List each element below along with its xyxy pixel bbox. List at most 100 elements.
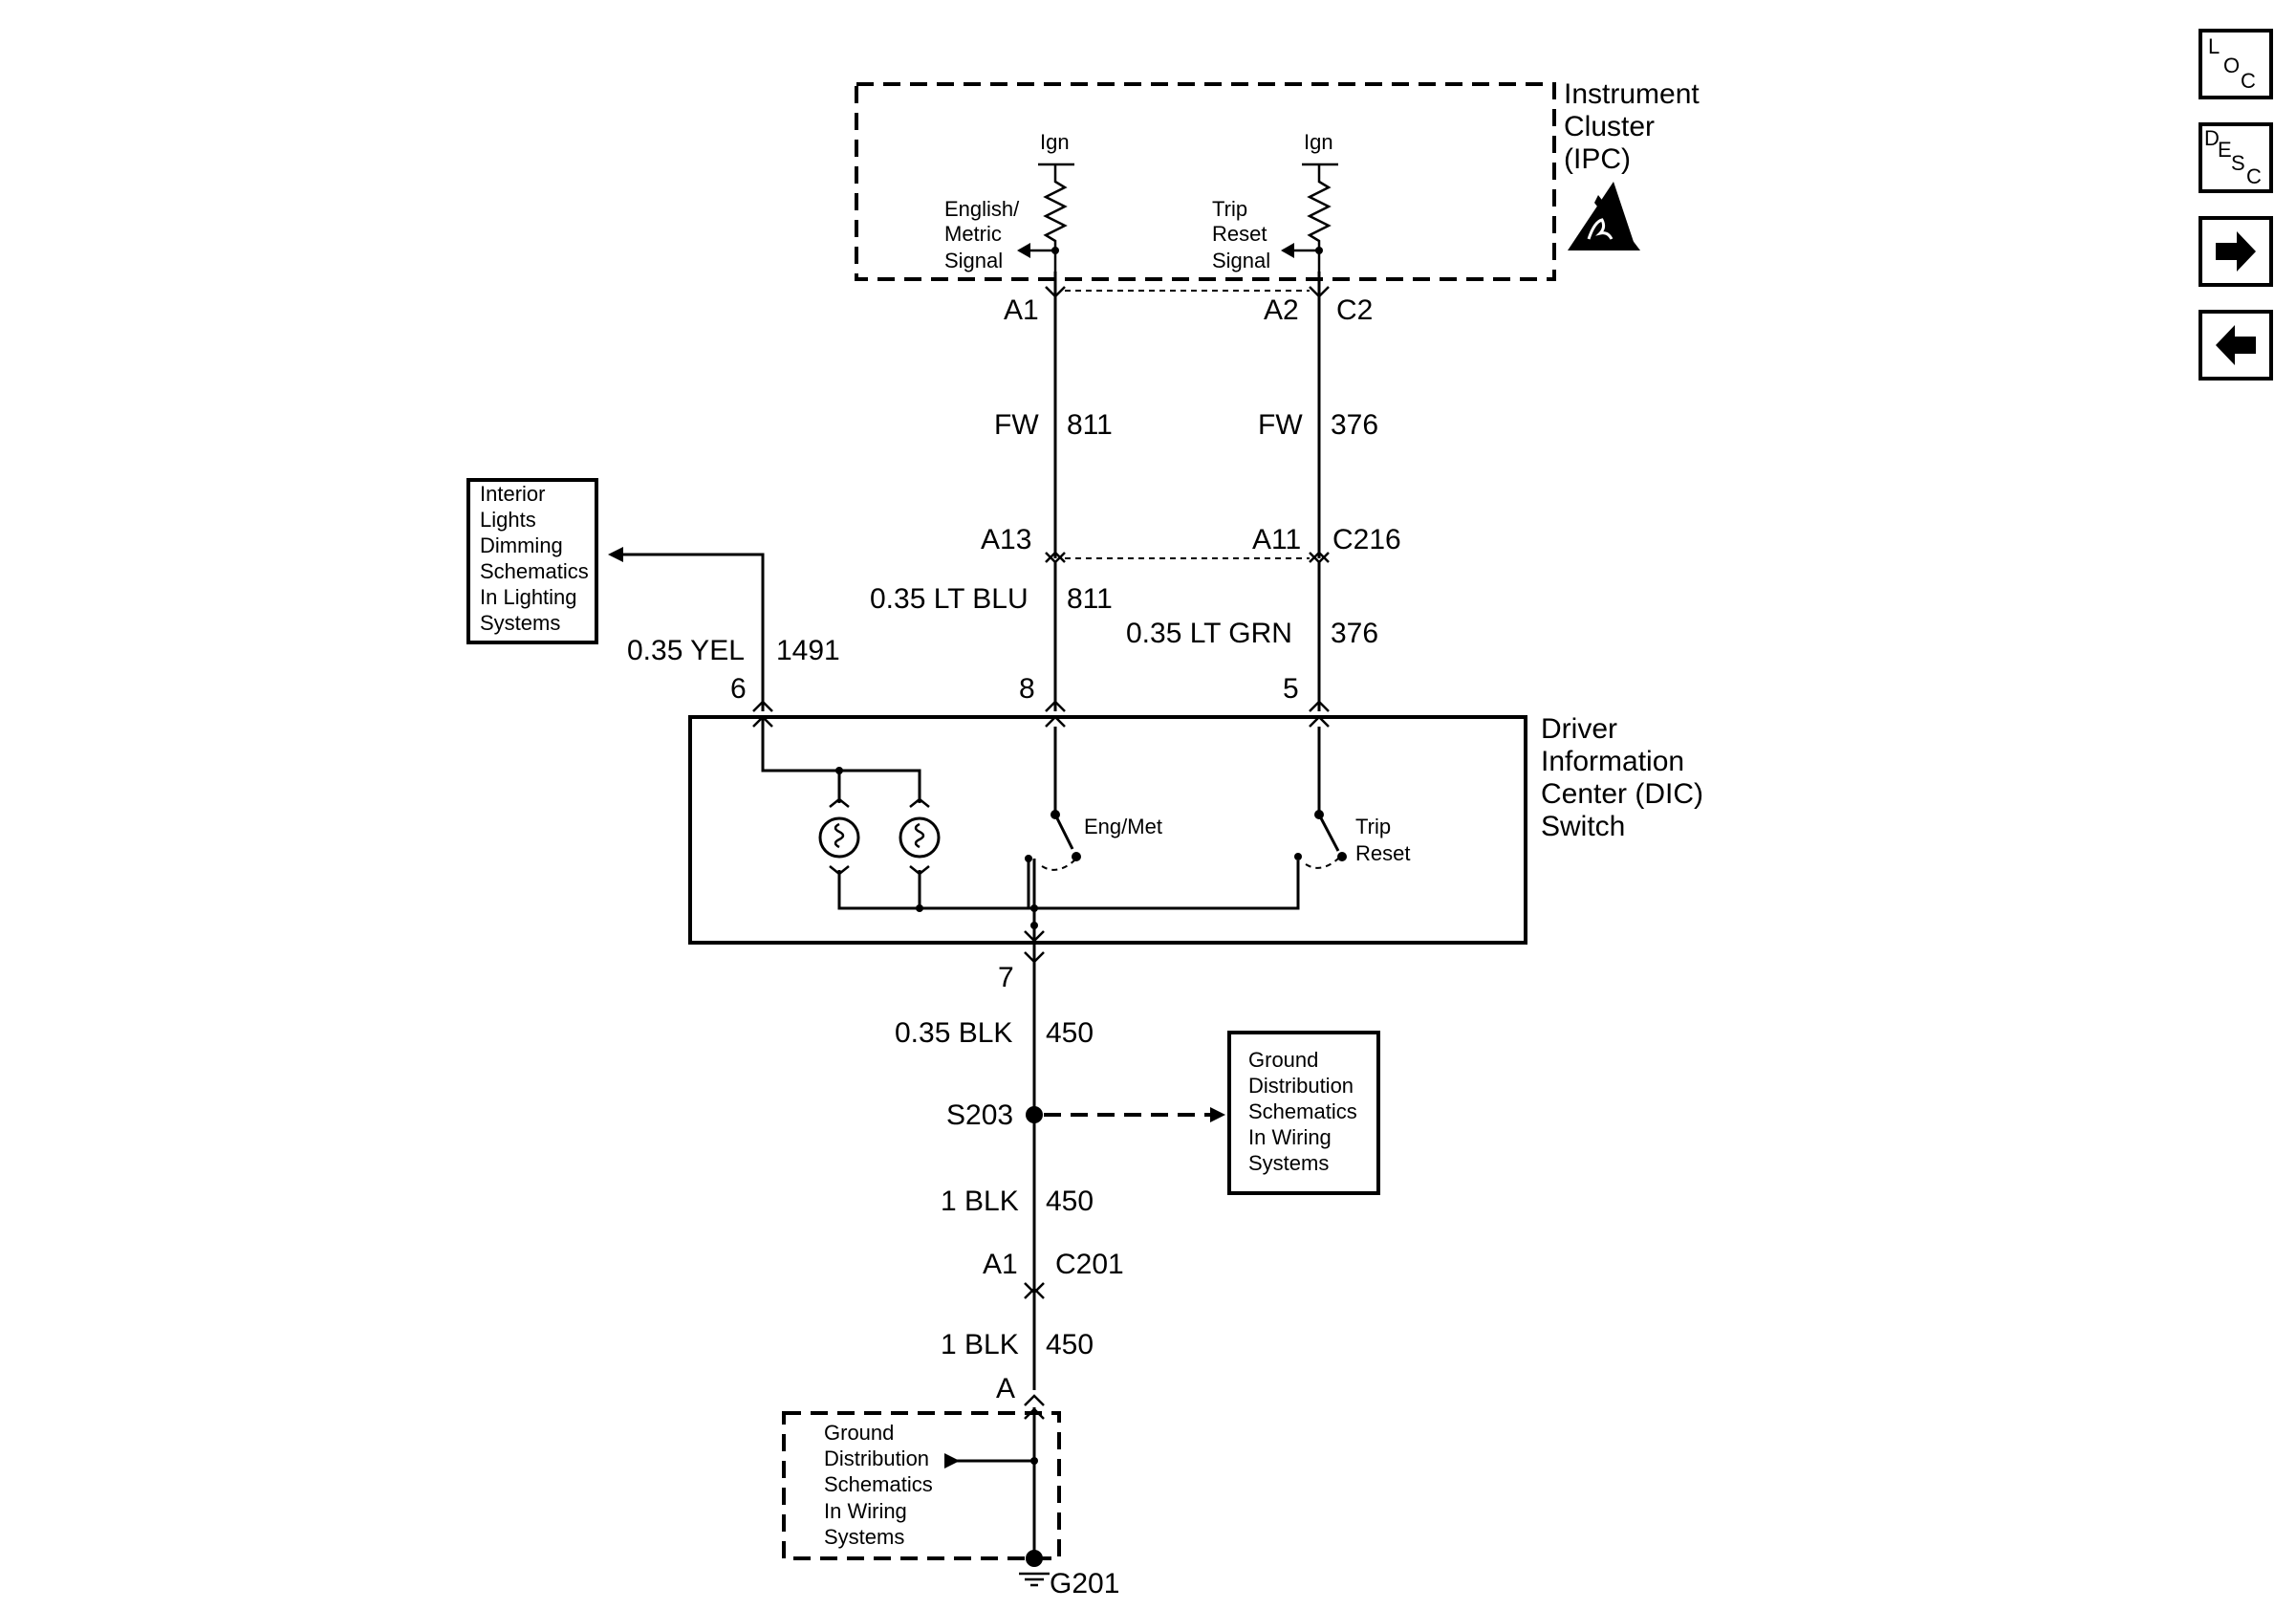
pin-a1-c201-label: A1 <box>983 1249 1018 1280</box>
switch-engmet-label: Eng/Met <box>1084 815 1162 838</box>
ipc-ign-right-label: Ign <box>1304 130 1333 154</box>
pin-8-label: 8 <box>1019 673 1035 705</box>
pin-a13-label: A13 <box>981 524 1031 555</box>
ground-mid-line2: Distribution <box>1248 1074 1354 1098</box>
connector-c201-label: C201 <box>1055 1249 1124 1280</box>
ground-g201: G201 <box>1019 1550 1119 1599</box>
pin-7-label: 7 <box>998 962 1014 993</box>
arrow-right-icon <box>944 1453 960 1469</box>
interior-ref-line2: Lights <box>480 508 536 532</box>
ground-mid-line3: Schematics <box>1248 1099 1357 1123</box>
forward-button[interactable] <box>2199 216 2273 287</box>
wire-lt-blu-label: 0.35 LT BLU <box>870 583 1029 615</box>
loc-L: L <box>2208 34 2220 58</box>
lamp-bulb-icon <box>818 816 860 859</box>
wire-811-top-label: 811 <box>1067 409 1113 441</box>
ipc-signal-right-line3: Signal <box>1212 249 1270 272</box>
wire-fw-right-label: FW <box>1258 409 1303 441</box>
connector-chevron-icon <box>1309 715 1330 728</box>
wire-376-lower: 0.35 LT GRN 376 5 <box>1126 562 1378 711</box>
ground-bottom-reference-box[interactable]: Ground Distribution Schematics In Wiring… <box>782 1411 1061 1560</box>
resistor-left-icon <box>1043 164 1068 272</box>
ipc-signal-left-line1: English/ <box>944 197 1020 221</box>
pin-a2-label: A2 <box>1264 294 1299 326</box>
connector-chevron-icon <box>752 700 773 712</box>
dic-title-line1: Driver <box>1541 713 1617 745</box>
ground-bottom-line3: Schematics <box>824 1472 933 1496</box>
connector-chevron-icon <box>1024 1282 1045 1295</box>
wire-lt-grn-label: 0.35 LT GRN <box>1126 618 1292 649</box>
esd-warning-icon <box>1568 182 1640 250</box>
wire-blk-035-label: 0.35 BLK <box>895 1017 1012 1049</box>
loc-button[interactable]: L O C <box>2199 29 2273 99</box>
ground-bottom-line5: Systems <box>824 1525 904 1549</box>
switch-trip-line2: Reset <box>1355 841 1410 865</box>
interior-ref-line4: Schematics <box>480 559 589 583</box>
connector-c216: A13 A11 C216 <box>981 524 1401 564</box>
wire-376-upper: FW 376 <box>1258 272 1378 558</box>
pin-a-label: A <box>996 1373 1015 1404</box>
desc-S: S <box>2231 151 2245 175</box>
wire-811-bottom-label: 811 <box>1067 583 1113 615</box>
ipc-signal-right-line2: Reset <box>1212 222 1267 246</box>
connector-chevron-icon <box>1309 700 1330 712</box>
arrow-left-icon <box>1281 243 1294 258</box>
dic-switch-module: Driver Information Center (DIC) Switch <box>688 700 1703 945</box>
ground-g201-label: G201 <box>1050 1568 1119 1599</box>
desc-C: C <box>2246 164 2262 188</box>
wire-450-b-label: 450 <box>1046 1186 1094 1217</box>
loc-O: O <box>2223 54 2240 77</box>
pin-a11-label: A11 <box>1252 524 1301 555</box>
switch-trip-line1: Trip <box>1355 815 1391 838</box>
splice-s203-label: S203 <box>946 1099 1013 1131</box>
wire-450-ground: 7 0.35 BLK 450 S203 1 BLK 450 A1 C201 1 … <box>895 943 1225 1564</box>
pin-a1-label: A1 <box>1004 294 1039 326</box>
dic-title-line4: Switch <box>1541 811 1625 842</box>
loc-C: C <box>2241 69 2256 93</box>
ground-icon <box>1019 1572 1050 1587</box>
wire-811-upper: FW 811 <box>994 272 1113 558</box>
desc-E: E <box>2218 138 2232 162</box>
wire-blk-1-b-label: 1 BLK <box>941 1329 1019 1360</box>
connector-c2-label: C2 <box>1336 294 1373 326</box>
ground-bottom-line1: Ground <box>824 1421 894 1445</box>
desc-button[interactable]: D E S C <box>2199 122 2273 193</box>
ground-mid-line1: Ground <box>1248 1048 1318 1072</box>
arrow-right-icon <box>1210 1107 1225 1122</box>
ground-bottom-line2: Distribution <box>824 1447 929 1470</box>
wire-yel-label: 0.35 YEL <box>627 635 745 666</box>
ipc-dashed-boundary <box>855 82 1556 281</box>
connector-chevron-icon <box>1024 1394 1045 1406</box>
back-button[interactable] <box>2199 310 2273 381</box>
arrow-left-icon <box>2216 325 2256 365</box>
wire-1491: 0.35 YEL 1491 6 <box>608 547 840 711</box>
ipc-module: Instrument Cluster (IPC) Ign English/ Me… <box>855 78 1700 326</box>
interior-ref-line6: Systems <box>480 611 560 635</box>
wire-1491-label: 1491 <box>776 635 840 666</box>
ground-distribution-reference-box[interactable]: Ground Distribution Schematics In Wiring… <box>1227 1031 1380 1195</box>
wire-fw-left-label: FW <box>994 409 1039 441</box>
ipc-ign-left-label: Ign <box>1040 130 1070 154</box>
arrow-right-icon <box>2216 231 2256 272</box>
arrow-left-icon <box>608 547 623 562</box>
connector-chevron-icon <box>1309 551 1330 563</box>
wire-450-a-label: 450 <box>1046 1017 1094 1049</box>
desc-D: D <box>2204 126 2220 150</box>
connector-c216-label: C216 <box>1332 524 1401 555</box>
ground-bottom-line4: In Wiring <box>824 1499 907 1523</box>
interior-lights-reference-box[interactable]: Interior Lights Dimming Schematics In Li… <box>466 478 598 644</box>
splice-s203 <box>1026 1106 1043 1123</box>
connector-chevron-icon <box>1024 1287 1045 1299</box>
ipc-title-line2: Cluster <box>1564 111 1655 142</box>
interior-ref-line5: In Lighting <box>480 585 577 609</box>
lamp-bulb-icon <box>899 816 941 859</box>
wire-376-bottom-label: 376 <box>1331 618 1378 649</box>
ipc-title-line1: Instrument <box>1564 78 1700 110</box>
pin-6-label: 6 <box>730 673 747 705</box>
resistor-right-icon <box>1307 164 1332 272</box>
ipc-signal-right-line1: Trip <box>1212 197 1247 221</box>
wire-376-top-label: 376 <box>1331 409 1378 441</box>
ground-mid-line5: Systems <box>1248 1151 1329 1175</box>
dic-boundary <box>688 715 1527 945</box>
